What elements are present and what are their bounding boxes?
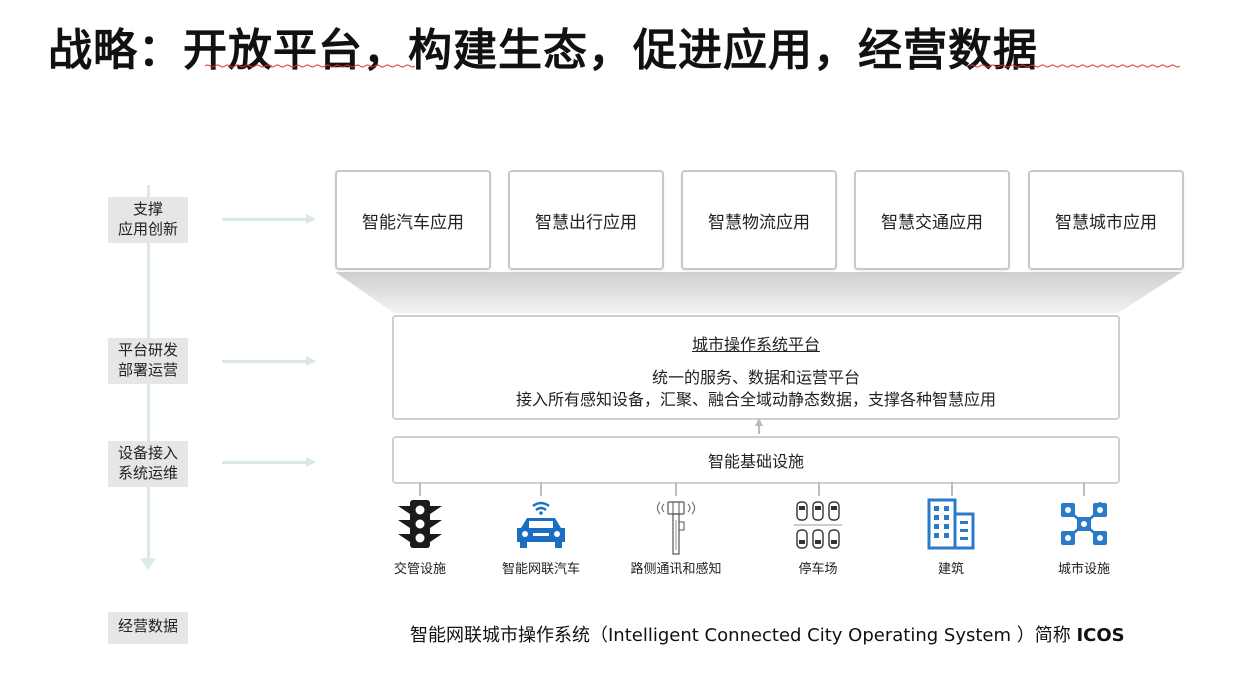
device-connected-car: 智能网联汽车: [476, 498, 606, 577]
app-box-smart-travel: 智慧出行应用: [508, 170, 664, 270]
label-data-ops: 经营数据: [108, 612, 188, 644]
device-parking: 停车场: [753, 498, 883, 577]
device-label: 城市设施: [1057, 562, 1110, 577]
app-box-smart-car: 智能汽车应用: [335, 170, 491, 270]
app-box-smart-logistics: 智慧物流应用: [681, 170, 837, 270]
device-label: 智能网联汽车: [501, 562, 580, 577]
footer-caption: 智能网联城市操作系统（Intelligent Connected City Op…: [410, 621, 1125, 647]
network-nodes-icon: [1061, 502, 1107, 545]
spellcheck-underline: [205, 64, 415, 68]
spellcheck-underline: [970, 64, 1180, 68]
parking-lot-icon: [794, 501, 842, 549]
connector-tick: [818, 482, 820, 496]
footer-text: 智能网联城市操作系统（Intelligent Connected City Op…: [410, 625, 1077, 646]
traffic-light-icon: [398, 500, 442, 548]
device-roadside: 路侧通讯和感知: [611, 498, 741, 577]
connector-tick: [951, 482, 953, 496]
connected-car-icon: [517, 501, 565, 548]
app-box-smart-city: 智慧城市应用: [1028, 170, 1184, 270]
page-title: 战略：开放平台，构建生态，促进应用，经营数据: [48, 25, 1038, 76]
device-label: 停车场: [798, 562, 838, 577]
device-label: 路侧通讯和感知: [630, 562, 722, 577]
connector-tick: [675, 482, 677, 496]
label-platform-ops: 平台研发 部署运营: [108, 338, 188, 384]
arrow-to-platform: [222, 356, 316, 366]
up-arrow: [755, 418, 763, 426]
device-label: 交管设施: [393, 562, 446, 577]
platform-line-2: 接入所有感知设备，汇聚、融合全域动静态数据，支撑各种智慧应用: [515, 390, 996, 409]
label-support-innovation: 支撑 应用创新: [108, 197, 188, 243]
platform-title: 城市操作系统平台: [691, 335, 820, 354]
infrastructure-box: 智能基础设施: [392, 436, 1120, 484]
connector-tick: [540, 482, 542, 496]
device-traffic: 交管设施: [355, 498, 485, 577]
building-icon: [927, 498, 975, 550]
platform-line-1: 统一的服务、数据和运营平台: [651, 368, 860, 387]
arrow-to-apps: [222, 214, 316, 224]
left-down-arrow: [140, 558, 156, 570]
connector-tick: [419, 482, 421, 496]
roadside-antenna-icon: [656, 501, 696, 555]
device-city-facility: 城市设施: [1019, 498, 1149, 577]
up-arrow-stem: [758, 424, 760, 434]
footer-abbreviation: ICOS: [1076, 625, 1125, 646]
label-device-ops: 设备接入 系统运维: [108, 441, 188, 487]
connector-tick: [1083, 482, 1085, 496]
app-box-smart-traffic: 智慧交通应用: [854, 170, 1010, 270]
device-label: 建筑: [937, 562, 964, 577]
platform-box: 城市操作系统平台 统一的服务、数据和运营平台 接入所有感知设备，汇聚、融合全域动…: [392, 315, 1120, 420]
arrow-to-infra: [222, 457, 316, 467]
device-building: 建筑: [886, 498, 1016, 577]
